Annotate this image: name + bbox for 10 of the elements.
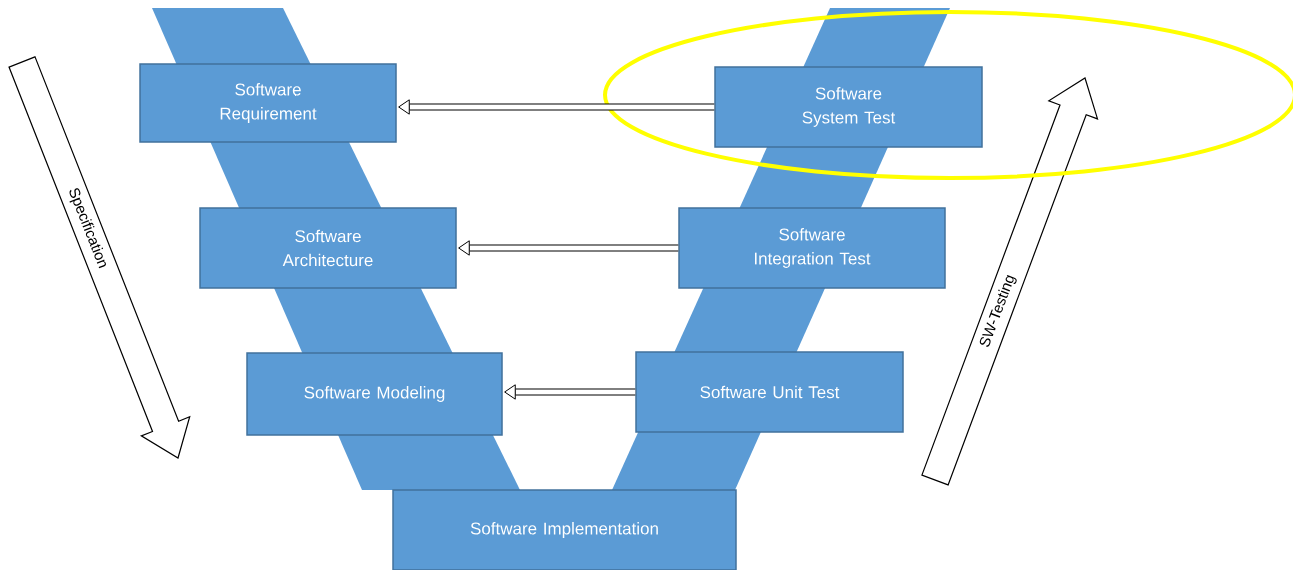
process-box: Software Requirement xyxy=(139,63,397,143)
arrow xyxy=(398,99,715,115)
process-box: Software System Test xyxy=(714,66,983,148)
arrow xyxy=(504,384,636,400)
arrow xyxy=(458,240,679,256)
process-box: Software Modeling xyxy=(246,352,503,436)
process-box: Software Architecture xyxy=(199,207,457,289)
process-box: Software Integration Test xyxy=(678,207,946,289)
process-box: Software Unit Test xyxy=(635,351,904,433)
process-box: Software Implementation xyxy=(392,489,737,570)
